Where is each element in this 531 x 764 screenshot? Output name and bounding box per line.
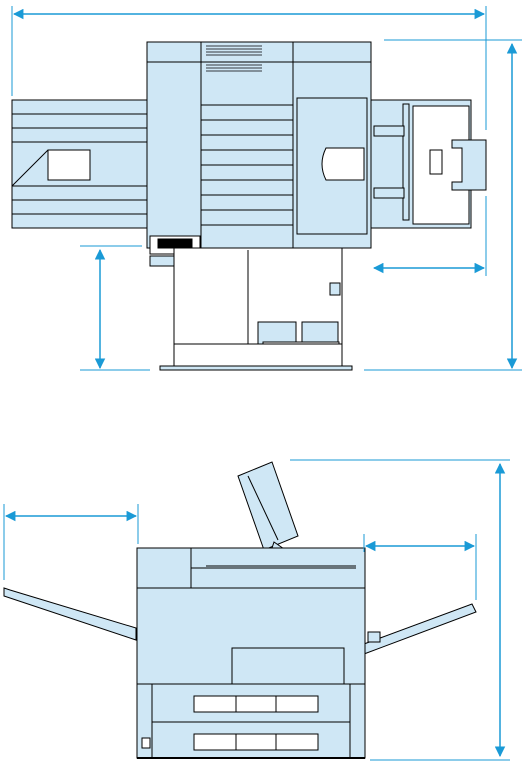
left-input-tray [12,100,150,228]
right-duplexer-top [371,100,486,228]
left-side-tray [4,588,136,640]
top-view [12,42,486,370]
printer-base-side [160,248,352,370]
printer-body-top [147,42,371,266]
printer-body-front [137,548,365,758]
front-view [4,462,476,758]
right-side-tray [364,604,476,654]
